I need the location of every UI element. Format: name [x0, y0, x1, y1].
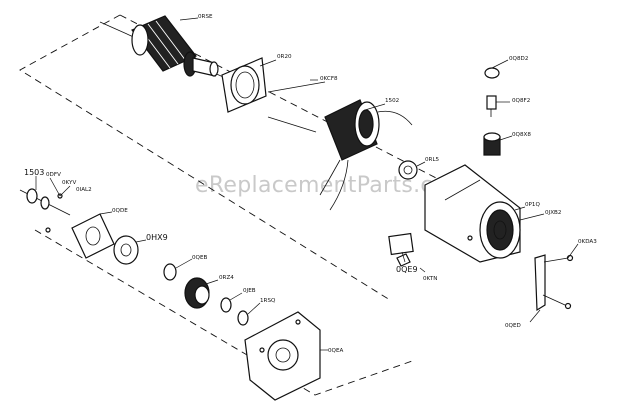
callout-field: 1502	[385, 98, 399, 104]
callout-housing-screw: 0JXB2	[545, 210, 561, 216]
gear-shaft-part	[19, 188, 71, 233]
guide-line-bottom	[34, 229, 416, 396]
callout-dial: 0IAL2	[76, 187, 92, 193]
long-screw-part	[267, 81, 326, 133]
washer-part	[113, 235, 139, 265]
small-bearing-part	[237, 310, 249, 326]
guide-line-upper	[19, 14, 391, 301]
callout-housing: 0P1Q	[525, 202, 540, 208]
callout-fan-baffle: 0R20	[277, 54, 292, 60]
callout-key-b: 0KYV	[62, 180, 76, 186]
callout-gear-cover: 0QDE	[112, 208, 128, 214]
callout-snap-ring: 0JEB	[243, 288, 256, 294]
leader-lines	[35, 17, 579, 351]
gearbox-case-part	[244, 311, 321, 401]
handle-part	[534, 254, 574, 312]
callout-handle-screw: 0KDA3	[578, 239, 597, 245]
label-plate-part	[388, 232, 414, 256]
callout-armature: 0RSE	[198, 14, 213, 20]
callout-labels: 0RSE 0R20 0KCF8 1502 0Q8D2 0Q8F2 0Q8X8 0…	[24, 14, 597, 354]
gear-cover-part	[71, 213, 115, 259]
callout-gearbox-case: 0QEA	[328, 348, 343, 354]
callout-brush-holder: 0Q8X8	[512, 132, 531, 138]
field-coil-part	[319, 99, 413, 211]
bush-part	[163, 263, 177, 281]
bearing-part	[398, 160, 418, 180]
callout-gear: 0RZ4	[219, 275, 234, 281]
fan-baffle-part	[221, 57, 267, 113]
callout-label: 0QE9	[396, 265, 418, 274]
callout-handle: 0QED	[505, 323, 521, 329]
armature-part	[99, 15, 231, 81]
callout-bush: 0QEB	[192, 255, 207, 261]
callout-long-screw: 0KCF8	[320, 76, 338, 82]
watermark-text: eReplacementParts.com	[195, 173, 468, 198]
callout-washer: 0HX9	[146, 233, 168, 242]
callout-gear-shaft: 1503	[24, 168, 44, 177]
callout-bearing: 0RL5	[425, 157, 440, 163]
snap-ring-part	[220, 297, 232, 313]
callout-small-bearing: 1RSQ	[260, 298, 276, 304]
motor-housing-part	[424, 164, 521, 263]
brush-parts	[483, 67, 501, 156]
gear-part	[184, 277, 210, 309]
callout-brush-cap: 0Q8D2	[509, 56, 528, 62]
callout-nut: 0KTN	[423, 276, 437, 282]
callout-brush-spring: 0Q8F2	[512, 98, 530, 104]
callout-key-a: 0DFV	[46, 172, 61, 178]
